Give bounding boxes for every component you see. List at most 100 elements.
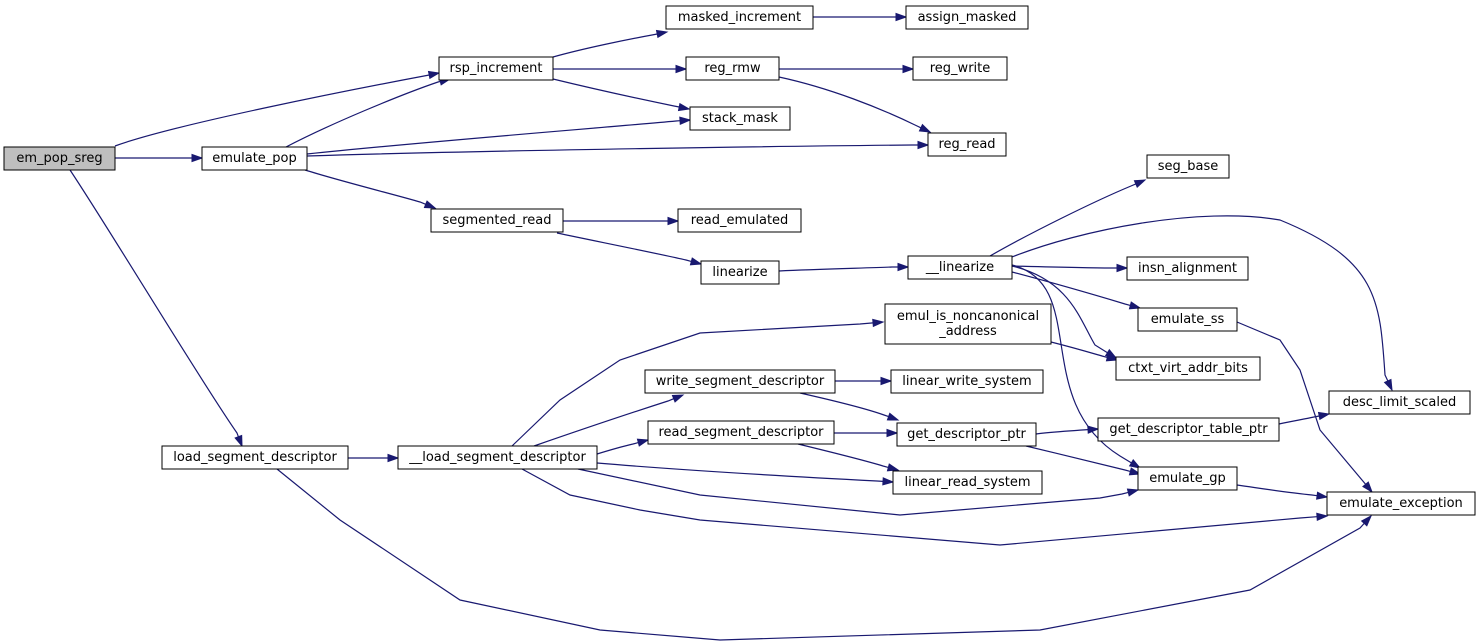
edge-line bbox=[511, 322, 874, 447]
node-emulate-ss[interactable]: emulate_ss bbox=[1137, 307, 1238, 332]
node-box[interactable] bbox=[1097, 417, 1280, 442]
node-get-descriptor-ptr[interactable]: get_descriptor_ptr bbox=[896, 422, 1037, 447]
node-box[interactable] bbox=[685, 56, 780, 81]
node-label: __load_segment_descriptor bbox=[408, 450, 586, 465]
edge-__load_segment_descriptor-to-read_segment_descriptor bbox=[596, 438, 650, 455]
node-em-pop-sreg[interactable]: em_pop_sreg bbox=[3, 146, 116, 171]
arrowhead-icon bbox=[671, 394, 685, 403]
node-stack-mask[interactable]: stack_mask bbox=[689, 106, 791, 131]
node-linear-read-system[interactable]: linear_read_system bbox=[892, 470, 1043, 495]
arrowhead-icon bbox=[1128, 467, 1142, 476]
node-insn-alignment[interactable]: insn_alignment bbox=[1126, 256, 1249, 281]
node-load-segment-descriptor[interactable]: load_segment_descriptor bbox=[161, 445, 349, 470]
node-emulate-exception[interactable]: emulate_exception bbox=[1326, 491, 1476, 516]
arrowhead-icon bbox=[882, 477, 895, 486]
node-box[interactable] bbox=[1137, 307, 1238, 332]
arrowhead-icon bbox=[897, 262, 910, 272]
node-box[interactable] bbox=[438, 56, 554, 81]
node-box[interactable] bbox=[1328, 390, 1471, 415]
node-box[interactable] bbox=[665, 5, 814, 30]
node-box[interactable] bbox=[1146, 154, 1230, 179]
node-box[interactable] bbox=[647, 420, 835, 445]
edge-line bbox=[276, 468, 1365, 641]
edge-__load_segment_descriptor-to-linear_read_system bbox=[596, 462, 895, 486]
node-box[interactable] bbox=[927, 132, 1007, 157]
node-seg-base[interactable]: seg_base bbox=[1146, 154, 1230, 179]
arrowhead-icon bbox=[655, 29, 669, 39]
node-box[interactable] bbox=[677, 208, 802, 233]
node-read-emulated[interactable]: read_emulated bbox=[677, 208, 802, 233]
node-box[interactable] bbox=[3, 146, 116, 171]
arrowhead-icon bbox=[1316, 491, 1329, 500]
edge-__linearize-to-seg_base bbox=[989, 179, 1147, 257]
arrowhead-icon bbox=[886, 428, 899, 438]
edge-__load_segment_descriptor-to-emulate_exception bbox=[521, 468, 1329, 546]
node-label: emulate_gp bbox=[1149, 471, 1226, 486]
node-read-segment-descriptor[interactable]: read_segment_descriptor bbox=[647, 420, 835, 445]
node-box[interactable] bbox=[892, 470, 1043, 495]
node-linear-write-system[interactable]: linear_write_system bbox=[890, 369, 1044, 394]
edge-line bbox=[1278, 415, 1320, 425]
edge-line bbox=[778, 266, 898, 272]
node-masked-increment[interactable]: masked_increment bbox=[665, 5, 814, 30]
edge-line bbox=[1011, 265, 1108, 354]
arrowhead-icon bbox=[1362, 481, 1373, 494]
edge-rsp_increment-to-stack_mask bbox=[552, 78, 691, 112]
node-label: reg_rmw bbox=[704, 61, 761, 76]
arrowhead-icon bbox=[886, 412, 900, 421]
node-label: __linearize bbox=[925, 260, 994, 275]
node-linearize[interactable]: linearize bbox=[700, 260, 780, 285]
arrowhead-icon bbox=[1133, 179, 1147, 189]
node-box[interactable] bbox=[201, 146, 308, 171]
node-emul-is-noncanonical-address[interactable]: emul_is_noncanonical_address bbox=[884, 303, 1052, 345]
node-label: seg_base bbox=[1158, 159, 1219, 174]
node-box[interactable] bbox=[430, 208, 564, 233]
node-desc-limit-scaled[interactable]: desc_limit_scaled bbox=[1328, 390, 1471, 415]
arrowhead-icon bbox=[387, 453, 400, 463]
node-box[interactable] bbox=[890, 369, 1044, 394]
node-box[interactable] bbox=[689, 106, 791, 131]
edge-line bbox=[1011, 265, 1117, 269]
node-box[interactable] bbox=[896, 422, 1037, 447]
node-box[interactable] bbox=[1326, 491, 1476, 516]
edge-line bbox=[114, 74, 430, 147]
node-reg-rmw[interactable]: reg_rmw bbox=[685, 56, 780, 81]
node-box[interactable] bbox=[1126, 256, 1249, 281]
arrowhead-icon bbox=[1360, 514, 1373, 527]
node-rsp-increment[interactable]: rsp_increment bbox=[438, 56, 554, 81]
node-box[interactable] bbox=[884, 303, 1052, 345]
node-linearize[interactable]: __linearize bbox=[907, 255, 1013, 280]
node-box[interactable] bbox=[644, 369, 836, 394]
node-assign-masked[interactable]: assign_masked bbox=[905, 5, 1029, 30]
node-emulate-gp[interactable]: emulate_gp bbox=[1137, 466, 1238, 491]
node-box[interactable] bbox=[1115, 356, 1261, 381]
edge-get_descriptor_ptr-to-emulate_gp bbox=[1025, 445, 1142, 476]
node-segmented-read[interactable]: segmented_read bbox=[430, 208, 564, 233]
node-write-segment-descriptor[interactable]: write_segment_descriptor bbox=[644, 369, 836, 394]
arrowhead-icon bbox=[1383, 378, 1393, 392]
node-ctxt-virt-addr-bits[interactable]: ctxt_virt_addr_bits bbox=[1115, 356, 1261, 381]
node-label: emulate_exception bbox=[1339, 496, 1463, 511]
arrowhead-icon bbox=[677, 102, 691, 112]
edge-line bbox=[1050, 341, 1108, 358]
node-box[interactable] bbox=[700, 260, 780, 285]
node-box[interactable] bbox=[397, 445, 598, 470]
node-label: emulate_ss bbox=[1151, 312, 1225, 327]
node-box[interactable] bbox=[1137, 466, 1238, 491]
node-box[interactable] bbox=[905, 5, 1029, 30]
edge-emul_is_noncanonical_address-to-ctxt_virt_addr_bits bbox=[1050, 341, 1119, 362]
node-box[interactable] bbox=[907, 255, 1013, 280]
node-label: rsp_increment bbox=[450, 61, 543, 76]
node-box[interactable] bbox=[161, 445, 349, 470]
arrowhead-icon bbox=[918, 123, 932, 133]
node-label: ctxt_virt_addr_bits bbox=[1128, 361, 1248, 376]
node-get-descriptor-table-ptr[interactable]: get_descriptor_table_ptr bbox=[1097, 417, 1280, 442]
edge-__load_segment_descriptor-to-write_segment_descriptor bbox=[533, 394, 685, 447]
node-reg-write[interactable]: reg_write bbox=[912, 56, 1008, 81]
node-label: get_descriptor_ptr bbox=[907, 427, 1026, 442]
node-reg-read[interactable]: reg_read bbox=[927, 132, 1007, 157]
node-emulate-pop[interactable]: emulate_pop bbox=[201, 146, 308, 171]
node-load-segment-descriptor[interactable]: __load_segment_descriptor bbox=[397, 445, 598, 470]
arrowhead-icon bbox=[679, 116, 692, 125]
node-box[interactable] bbox=[912, 56, 1008, 81]
